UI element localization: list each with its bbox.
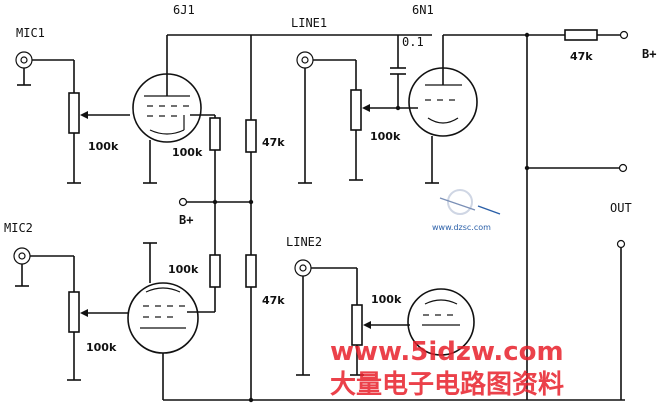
r-47k-bottom: [245, 254, 257, 400]
tube2-label: 6N1: [412, 3, 434, 17]
out-label: OUT: [610, 201, 632, 215]
capacitor-0-1: [390, 35, 406, 111]
mic1-label: MIC1: [16, 26, 45, 40]
r-plate-top-value: 100k: [172, 146, 203, 159]
line2-jack: [294, 259, 357, 376]
output-rail: [443, 29, 629, 400]
line1-jack: [296, 51, 356, 184]
tube-6n1-top: [408, 35, 478, 184]
r-47k-top: [245, 35, 257, 255]
site-watermark: www.5idzw.com: [330, 337, 564, 367]
line1-potentiometer: [349, 60, 418, 181]
line2-pot-value: 100k: [371, 293, 402, 306]
dzsc-logo: [439, 189, 501, 215]
cap-label: 0.1: [402, 35, 424, 49]
line2-label: LINE2: [286, 235, 322, 249]
tube1-label: 6J1: [173, 3, 195, 17]
bplus-node-mid: [178, 197, 254, 207]
bplus-mid-label: B+: [179, 213, 193, 227]
mic1-potentiometer: [67, 60, 130, 184]
mic2-pot-value: 100k: [86, 341, 117, 354]
mic2-potentiometer: [67, 256, 128, 381]
line1-label: LINE1: [291, 16, 327, 30]
cn-watermark: 大量电子电路图资料: [330, 369, 564, 400]
r-plate-top: [209, 115, 221, 202]
tube-6j1-top: [132, 35, 215, 184]
r-plate-bottom-value: 100k: [168, 263, 199, 276]
tube-6j1-bottom: [127, 242, 215, 400]
mic1-jack: [15, 51, 74, 86]
mic2-label: MIC2: [4, 221, 33, 235]
r-47k-bottom-value: 47k: [262, 294, 285, 307]
line2-potentiometer: [350, 268, 410, 376]
r-47k-right-value: 47k: [570, 50, 593, 63]
r-plate-bottom: [209, 202, 221, 312]
bplus-top-label: B+: [642, 47, 656, 61]
tube-6n1-bottom: [407, 288, 475, 356]
mic1-pot-value: 100k: [88, 140, 119, 153]
line1-pot-value: 100k: [370, 130, 401, 143]
mic2-jack: [13, 247, 74, 287]
dzsc-watermark: www.dzsc.com: [432, 223, 491, 232]
r-47k-top-value: 47k: [262, 136, 285, 149]
